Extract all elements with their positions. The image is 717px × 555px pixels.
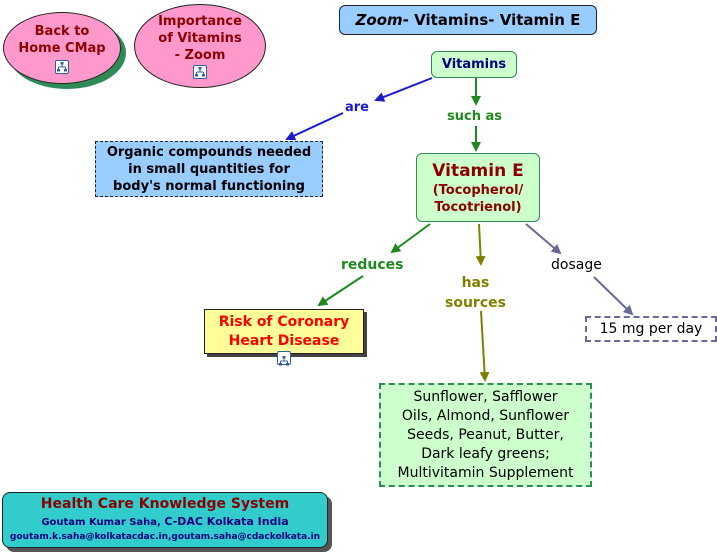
dosage-value-node: 15 mg per day [585,316,717,342]
organic-line1: Organic compounds needed [106,144,312,160]
footer-email[interactable]: goutam.k.saha@kolkatacdac.in,goutam.saha… [9,532,321,542]
sources-line5: Multivitamin Supplement [397,464,574,481]
footer-panel: Health Care Knowledge System Goutam Kuma… [2,492,328,548]
organic-line3: body's normal functioning [113,178,305,194]
footer-author: Goutam Kumar Saha, C-DAC Kolkata India [41,514,288,530]
organic-line2: in small quantities for [128,161,290,177]
edge-vitamins-are [374,77,433,102]
back-home-line1: Back to [34,23,90,39]
link-such-as: such as [447,109,502,124]
sources-line2: Oils, Almond, Sunflower [401,407,570,424]
link-has-sources: has sources [445,273,506,313]
footer-author-org: C-DAC Kolkata India [164,515,289,528]
vitamin-e-node: Vitamin E (Tocopherol/ Tocotrienol) [416,153,540,222]
concept-map-icon[interactable] [55,59,69,74]
footer-title: Health Care Knowledge System [40,496,290,512]
organic-compounds-node: Organic compounds needed in small quanti… [95,141,323,197]
sources-line4: Dark leafy greens; [421,445,550,462]
vitamin-e-name: Vitamin E [432,160,524,181]
vitamins-node: Vitamins [431,51,517,78]
sources-node: Sunflower, Safflower Oils, Almond, Sunfl… [379,383,592,487]
title-rest: - Vitamins- Vitamin E [402,11,581,29]
edge-vitamine-dosage [525,223,562,255]
edge-dosage-value [593,276,634,316]
risk-line1: Risk of Coronary [218,313,350,330]
importance-node[interactable]: Importance of Vitamins - Zoom [134,4,266,88]
importance-line3: - Zoom [174,48,226,63]
concept-map-icon[interactable] [277,351,291,366]
edge-vitamine-reduces [390,223,431,254]
sources-line1: Sunflower, Safflower [413,388,558,405]
link-are: are [345,100,370,115]
vitamin-e-sub2: Tocotrienol) [434,199,522,215]
vitamins-label: Vitamins [441,57,507,72]
page-title: Zoom - Vitamins- Vitamin E [339,5,597,35]
title-zoom: Zoom [355,11,403,29]
link-reduces: reduces [341,257,404,273]
edge-reduces-risk [317,275,364,307]
back-home-node[interactable]: Back to Home CMap [3,12,121,84]
back-home-line2: Home CMap [18,40,106,56]
sources-line3: Seeds, Peanut, Butter, [407,426,564,443]
importance-line2: of Vitamins [158,31,242,46]
has-sources-line2: sources [445,295,506,311]
vitamin-e-sub1: (Tocopherol/ [432,182,524,198]
has-sources-line1: has [461,275,490,291]
edge-are-organic [285,112,344,141]
importance-line1: Importance [158,14,242,29]
risk-line2: Heart Disease [228,332,340,349]
dosage-value-label: 15 mg per day [599,321,703,337]
edge-vitamine-hassources [475,223,486,266]
concept-map-icon[interactable] [193,65,207,79]
edge-hassources-sources [479,310,490,382]
footer-author-name: Goutam Kumar Saha, [41,517,165,528]
link-dosage: dosage [551,257,602,273]
risk-node[interactable]: Risk of Coronary Heart Disease [204,309,364,354]
